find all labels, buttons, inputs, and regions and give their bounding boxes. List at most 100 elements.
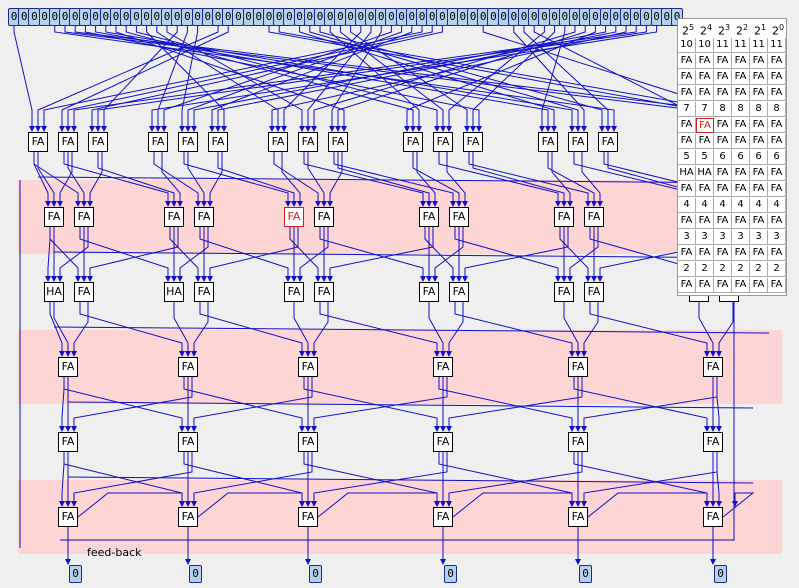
weight-cell[interactable]: FA [750,166,768,181]
weight-cell[interactable]: 3 [696,230,714,245]
weight-cell[interactable]: 4 [768,198,786,213]
weight-cell[interactable]: FA [732,70,750,85]
weight-cell[interactable]: FA [732,54,750,69]
full-adder[interactable]: FA [568,432,588,452]
weight-cell[interactable]: FA [732,182,750,197]
weight-cell[interactable]: 4 [696,198,714,213]
weight-cell[interactable]: 11 [768,38,786,53]
full-adder[interactable]: FA [284,207,304,227]
full-adder[interactable]: FA [58,507,78,527]
weight-cell[interactable]: 4 [714,198,732,213]
weight-cell[interactable]: FA [732,134,750,149]
weight-cell[interactable]: 8 [714,102,732,117]
full-adder[interactable]: FA [44,207,64,227]
full-adder[interactable]: FA [88,132,108,152]
full-adder[interactable]: FA [314,207,334,227]
full-adder[interactable]: FA [419,207,439,227]
weight-cell[interactable]: 4 [750,198,768,213]
full-adder[interactable]: FA [298,132,318,152]
full-adder[interactable]: FA [298,432,318,452]
input-bit[interactable]: 0 [89,8,102,26]
weight-cell[interactable]: 4 [732,198,750,213]
full-adder[interactable]: FA [178,507,198,527]
weight-cell[interactable]: 6 [732,150,750,165]
input-bit[interactable]: 0 [120,8,133,26]
weight-cell[interactable]: FA [768,246,786,261]
input-bit[interactable]: 0 [630,8,643,26]
full-adder[interactable]: FA [178,357,198,377]
full-adder[interactable]: FA [598,132,618,152]
weight-cell[interactable]: FA [714,182,732,197]
weight-cell[interactable]: FA [714,214,732,229]
full-adder[interactable]: FA [433,432,453,452]
full-adder[interactable]: FA [568,357,588,377]
weight-cell[interactable]: 11 [714,38,732,53]
full-adder[interactable]: FA [208,132,228,152]
input-bit[interactable]: 0 [558,8,571,26]
weight-cell[interactable]: FA [696,246,714,261]
weight-cell[interactable]: FA [714,70,732,85]
weight-cell[interactable]: FA [696,182,714,197]
full-adder[interactable]: FA [28,132,48,152]
weight-cell[interactable]: FA [750,246,768,261]
weight-cell[interactable]: FA [714,86,732,101]
weight-cell[interactable]: 8 [768,102,786,117]
input-bit[interactable]: 0 [201,8,214,26]
weight-cell[interactable]: FA [732,86,750,101]
input-bit[interactable]: 0 [487,8,500,26]
full-adder[interactable]: FA [703,507,723,527]
weight-cell[interactable]: HA [678,166,696,181]
weight-cell[interactable]: FA [768,134,786,149]
weight-cell[interactable]: FA [696,70,714,85]
weight-cell[interactable]: 3 [678,230,696,245]
weight-cell[interactable]: FA [696,278,714,293]
weight-cell[interactable]: FA [678,278,696,293]
weight-cell[interactable]: FA [732,278,750,293]
weight-cell[interactable]: 7 [696,102,714,117]
input-bit[interactable]: 0 [497,8,510,26]
weight-cell[interactable]: 2 [678,262,696,277]
full-adder[interactable]: FA [74,282,94,302]
weight-cell[interactable]: FA [732,118,750,133]
weight-cell[interactable]: 5 [678,150,696,165]
weight-cell[interactable]: 7 [678,102,696,117]
full-adder[interactable]: FA [284,282,304,302]
weight-cell[interactable]: 8 [750,102,768,117]
weight-cell[interactable]: 6 [750,150,768,165]
full-adder[interactable]: FA [298,357,318,377]
weight-cell[interactable]: 10 [678,38,696,53]
full-adder[interactable]: FA [703,357,723,377]
weight-cell[interactable]: FA [768,278,786,293]
weight-cell[interactable]: FA [696,134,714,149]
weight-cell[interactable]: FA [768,118,786,133]
full-adder[interactable]: FA [194,207,214,227]
full-adder[interactable]: FA [584,282,604,302]
weight-cell[interactable]: FA [750,278,768,293]
full-adder[interactable]: FA [554,282,574,302]
weight-cell[interactable]: FA [768,54,786,69]
weight-cell[interactable]: FA [678,86,696,101]
weight-cell[interactable]: FA [678,134,696,149]
full-adder[interactable]: FA [433,132,453,152]
full-adder[interactable]: FA [463,132,483,152]
weight-cell[interactable]: FA [768,214,786,229]
input-bit[interactable]: 0 [589,8,602,26]
full-adder[interactable]: FA [58,357,78,377]
weight-cell[interactable]: FA [750,86,768,101]
full-adder[interactable]: FA [403,132,423,152]
full-adder[interactable]: FA [58,432,78,452]
full-adder[interactable]: FA [148,132,168,152]
full-adder[interactable]: FA [433,507,453,527]
weight-cell[interactable]: 3 [714,230,732,245]
weight-cell[interactable]: FA [768,86,786,101]
weight-cell[interactable]: FA [696,214,714,229]
weight-cell[interactable]: 3 [732,230,750,245]
input-bit[interactable]: 0 [365,8,377,26]
full-adder[interactable]: FA [703,432,723,452]
full-adder[interactable]: FA [419,282,439,302]
weight-cell[interactable]: HA [696,166,714,181]
weight-cell[interactable]: 6 [768,150,786,165]
weight-cell[interactable]: FA [696,118,714,133]
half-adder[interactable]: HA [164,282,184,302]
weight-cell[interactable]: FA [678,246,696,261]
